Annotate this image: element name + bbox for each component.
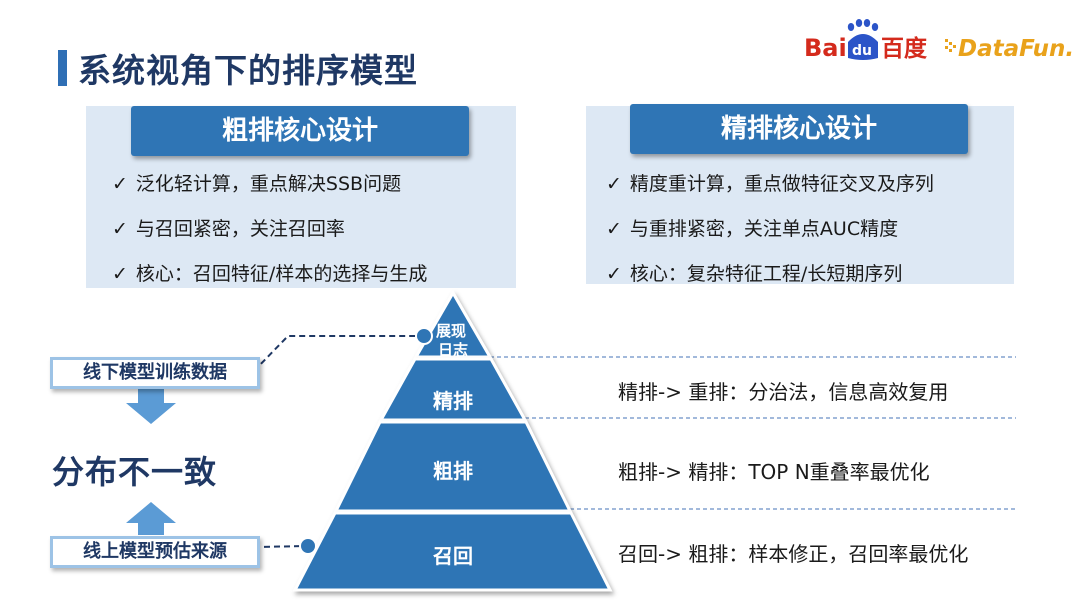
arrow-down-icon [126,389,176,424]
annotation-coarse-fine: 粗排-> 精排：TOP N重叠率最优化 [618,460,930,484]
datafun-logo: DataFun. [958,36,1072,62]
offline-training-data-box: 线下模型训练数据 [50,357,260,389]
fine-bullet-1: ✓精度重计算，重点做特征交叉及序列 [606,173,934,195]
pyramid-level-coarse [333,420,573,513]
datafun-dots-icon [945,39,956,52]
coarse-bullet-3: ✓核心：召回特征/样本的选择与生成 [112,263,428,285]
title-accent-bar [58,50,67,86]
logos: Bai du 百度 DataFun. [804,19,1072,62]
online-serving-source-box: 线上模型预估来源 [50,536,260,568]
check-icon: ✓ [606,218,622,240]
fine-bullet-2: ✓与重排紧密，关注单点AUC精度 [606,218,899,240]
pyramid-label-recall: 召回 [432,544,473,568]
pyramid-level-log [413,290,493,359]
coarse-panel-title: 粗排核心设计 [131,106,469,156]
annotation-fine-rerank: 精排-> 重排：分治法，信息高效复用 [618,380,949,404]
page-title: 系统视角下的排序模型 [78,51,418,90]
fine-panel-title: 精排核心设计 [630,104,968,154]
check-icon: ✓ [606,173,622,195]
connector-dot-online [299,537,317,555]
distribution-mismatch-label: 分布不一致 [52,453,218,491]
check-icon: ✓ [112,263,128,285]
connector-online [253,545,309,548]
annotation-recall-coarse: 召回-> 粗排：样本修正，召回率最优化 [618,542,969,566]
connector-offline [253,335,424,372]
baidu-paw-icon [847,19,879,60]
baidu-logo-cn: 百度 [881,35,928,62]
check-icon: ✓ [112,218,128,240]
arrow-up-icon [126,502,176,535]
fine-bullet-3: ✓核心：复杂特征工程/长短期序列 [606,263,903,285]
baidu-logo-text: Bai [804,34,847,62]
coarse-bullet-1: ✓泛化轻计算，重点解决SSB问题 [112,173,402,195]
connector-dot-offline [415,327,433,345]
pyramid-label-log-1: 展现 [436,322,466,340]
baidu-logo-du: du [852,43,872,59]
pyramid-label-coarse: 粗排 [433,459,473,483]
check-icon: ✓ [112,173,128,195]
pyramid-label-fine: 精排 [433,389,473,413]
check-icon: ✓ [606,263,622,285]
pyramid-label-log-2: 日志 [438,341,468,359]
coarse-bullet-2: ✓与召回紧密，关注召回率 [112,218,345,240]
pyramid-level-fine [378,357,528,422]
pyramid-level-recall [292,511,613,592]
